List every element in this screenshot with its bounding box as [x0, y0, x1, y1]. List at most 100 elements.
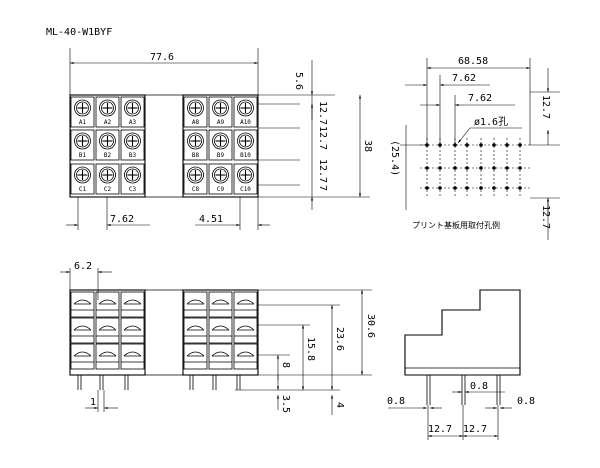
pcb-hole — [453, 186, 457, 190]
pcb-hole — [492, 143, 496, 147]
screw-head-icon — [189, 168, 202, 182]
front-cell — [120, 343, 145, 370]
front-cell — [183, 343, 208, 370]
clamp-icon — [123, 351, 142, 357]
terminal-cell — [120, 129, 145, 161]
pcb-hole — [518, 143, 522, 147]
terminal-label: B3 — [129, 152, 137, 159]
pcb-hole — [505, 143, 509, 147]
pcb-hole — [438, 166, 442, 170]
screw-head-icon — [189, 134, 202, 148]
screw-head-icon — [126, 134, 139, 148]
clamp-icon — [123, 299, 142, 305]
clamp-icon — [236, 299, 255, 305]
screw-icon — [74, 132, 91, 150]
clamp-icon — [236, 351, 255, 357]
screw-icon — [187, 132, 204, 150]
pcb-hole-label: ø1.6孔 — [474, 116, 508, 128]
terminal-cell — [70, 96, 95, 128]
front-cell — [70, 291, 95, 318]
pcb-hole — [479, 186, 483, 190]
pcb-dim-12-7-b: 12.7 — [540, 205, 551, 229]
pcb-hole — [479, 166, 483, 170]
screw-head-icon — [101, 134, 114, 148]
front-cell — [120, 291, 145, 318]
terminal-label: A3 — [129, 119, 137, 126]
screw-icon — [237, 132, 254, 150]
screw-head-icon — [76, 101, 89, 115]
side-view: 0.8 0.8 0.8 12.7 12.7 — [387, 289, 535, 440]
terminal-label: C1 — [79, 186, 87, 193]
clamp-icon — [73, 325, 92, 331]
screw-head-icon — [214, 101, 227, 115]
terminal-label: C8 — [192, 186, 200, 193]
terminal-cell — [70, 163, 95, 195]
screw-head-icon — [239, 101, 252, 115]
pcb-hole — [518, 186, 522, 190]
terminal-cell — [233, 129, 258, 161]
clamp-icon — [211, 299, 230, 305]
side-dim-0-8-right: 0.8 — [517, 396, 535, 407]
pcb-hole — [453, 166, 457, 170]
screw-head-icon — [76, 168, 89, 182]
terminal-label: C10 — [240, 186, 251, 193]
top-screws — [70, 96, 258, 195]
clamp-icon — [98, 325, 117, 331]
pcb-hole — [505, 166, 509, 170]
screw-head-icon — [189, 101, 202, 115]
top-dim-12-7-b: 12.7 — [317, 126, 328, 150]
terminal-label: B8 — [192, 152, 200, 159]
side-base-12-7-a: 12.7 — [428, 424, 452, 435]
pcb-pitch-2: 7.62 — [468, 93, 492, 104]
pcb-hole — [453, 143, 457, 147]
front-cell — [95, 291, 120, 318]
terminal-label: C9 — [217, 186, 225, 193]
screw-icon — [187, 166, 204, 184]
pcb-left-dim: (25.4) — [389, 140, 400, 176]
pcb-hole — [465, 166, 469, 170]
terminal-label: A2 — [104, 119, 112, 126]
clamp-icon — [211, 351, 230, 357]
clamp-icon — [211, 325, 230, 331]
left-terminal-block — [69, 94, 146, 198]
terminal-cell — [233, 163, 258, 195]
screw-icon — [124, 132, 141, 150]
terminal-cell — [95, 163, 120, 195]
terminal-label: B10 — [240, 152, 251, 159]
front-cell — [208, 317, 233, 344]
clamp-icon — [98, 351, 117, 357]
screw-icon — [237, 99, 254, 117]
pcb-hole-grid — [420, 138, 530, 196]
screw-head-icon — [101, 101, 114, 115]
screw-icon — [74, 166, 91, 184]
front-dim-3-5: 3.5 — [280, 395, 291, 413]
front-cell — [70, 317, 95, 344]
terminal-label: A1 — [79, 119, 87, 126]
screw-head-icon — [76, 134, 89, 148]
clamp-icon — [73, 351, 92, 357]
screw-head-icon — [126, 101, 139, 115]
screw-head-icon — [126, 168, 139, 182]
front-dim-23-6: 23.6 — [334, 327, 345, 351]
front-dim-1: 1 — [90, 397, 96, 408]
terminal-cell — [70, 129, 95, 161]
front-cell — [233, 343, 258, 370]
front-cell — [233, 291, 258, 318]
screw-head-icon — [214, 134, 227, 148]
clamp-icon — [186, 299, 205, 305]
terminal-label: A10 — [240, 119, 251, 126]
screw-head-icon — [101, 168, 114, 182]
terminal-cell — [208, 96, 233, 128]
screw-icon — [212, 166, 229, 184]
terminal-label: A9 — [217, 119, 225, 126]
front-cell — [120, 317, 145, 344]
screw-icon — [99, 166, 116, 184]
screw-head-icon — [214, 168, 227, 182]
screw-icon — [124, 166, 141, 184]
front-cell — [208, 343, 233, 370]
top-dim-38: 38 — [362, 140, 373, 152]
front-dim-4: 4 — [334, 402, 345, 408]
pcb-hole — [438, 143, 442, 147]
